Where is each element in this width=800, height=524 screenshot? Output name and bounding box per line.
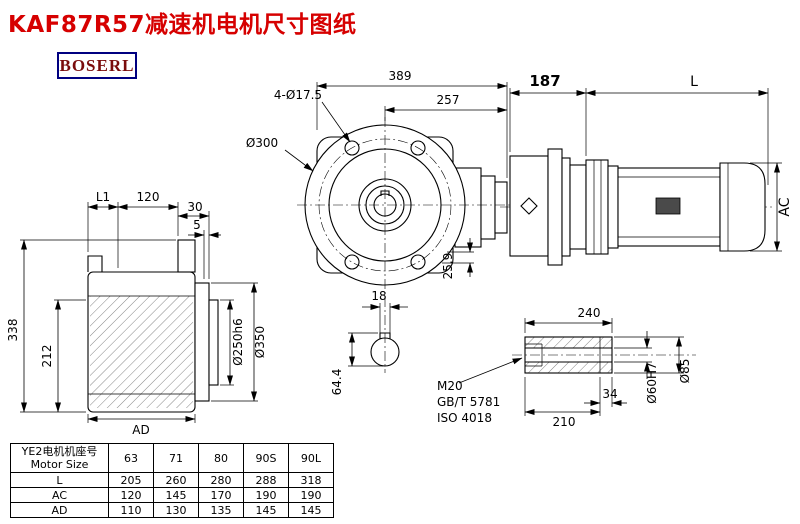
value-cell: 280: [198, 472, 244, 488]
front-view: [297, 117, 516, 373]
row-label: AC: [10, 487, 109, 503]
dim-60H7: Ø60H7: [645, 362, 659, 403]
table-header-cn: YE2电机机座号: [21, 445, 98, 458]
dim-350: Ø350: [253, 326, 267, 358]
value-cell: 205: [108, 472, 154, 488]
value-cell: 120: [108, 487, 154, 503]
dim-bolt-holes: 4-Ø17.5: [274, 88, 322, 102]
standard-iso-label: ISO 4018: [437, 411, 492, 425]
shaft-detail: [512, 336, 696, 374]
value-cell: 130: [153, 502, 199, 518]
left-view: [87, 239, 219, 413]
value-cell: 110: [108, 502, 154, 518]
value-cell: 135: [198, 502, 244, 518]
dim-212: 212: [40, 345, 54, 368]
table-header-en: Motor Size: [30, 458, 89, 471]
dim-30: 30: [187, 200, 202, 214]
motor-dimension-table: YE2电机机座号 Motor Size 63 71 80 90S 90L L 2…: [10, 443, 334, 518]
col-header: 90S: [243, 443, 289, 473]
value-cell: 318: [288, 472, 334, 488]
table-header-motor-size: YE2电机机座号 Motor Size: [10, 443, 109, 473]
table-row: AD 110 130 135 145 145: [10, 502, 334, 518]
row-label: AD: [10, 502, 109, 518]
dim-18: 18: [371, 289, 386, 303]
value-cell: 145: [288, 502, 334, 518]
shaft-detail-dimensions: 240 34 210 Ø60H7 Ø85 M20 GB/T 5781 ISO 4…: [437, 306, 692, 429]
dim-187: 187: [529, 72, 560, 90]
standard-gbt-label: GB/T 5781: [437, 395, 500, 409]
col-header: 90L: [288, 443, 334, 473]
dim-257: 257: [437, 93, 460, 107]
thread-label: M20: [437, 379, 463, 393]
col-header: 71: [153, 443, 199, 473]
motor-nameplate: [655, 197, 681, 215]
value-cell: 190: [243, 487, 289, 503]
dim-34: 34: [602, 387, 617, 401]
left-view-dimensions: L1 120 30 5 338 212 AD Ø250h6 Ø350: [6, 190, 267, 437]
table-header-row: YE2电机机座号 Motor Size 63 71 80 90S 90L: [10, 443, 334, 473]
value-cell: 260: [153, 472, 199, 488]
value-cell: 170: [198, 487, 244, 503]
dim-250h6: Ø250h6: [231, 318, 245, 366]
table-row: L 205 260 280 288 318: [10, 472, 334, 488]
front-view-dimensions: 389 257 4-Ø17.5 Ø300 25.9 18 64.4: [246, 69, 508, 396]
dim-300: Ø300: [246, 136, 278, 150]
dim-AD: AD: [132, 423, 149, 437]
dim-5: 5: [193, 218, 201, 232]
dim-389: 389: [389, 69, 412, 83]
dim-25-9: 25.9: [441, 253, 455, 280]
value-cell: 190: [288, 487, 334, 503]
dim-85: Ø85: [678, 359, 692, 384]
page-title: KAF87R57减速机电机尺寸图纸: [8, 12, 357, 38]
value-cell: 145: [243, 502, 289, 518]
side-view-dimensions: 187 L AC: [509, 72, 793, 252]
value-cell: 145: [153, 487, 199, 503]
dim-64-4: 64.4: [330, 369, 344, 396]
dim-L: L: [690, 74, 698, 90]
brand-logo: BOSERL: [57, 52, 137, 79]
col-header: 63: [108, 443, 154, 473]
dim-L1: L1: [96, 190, 110, 204]
col-header: 80: [198, 443, 244, 473]
side-view: [500, 148, 772, 266]
dim-210: 210: [553, 415, 576, 429]
value-cell: 288: [243, 472, 289, 488]
row-label: L: [10, 472, 109, 488]
dim-240: 240: [578, 306, 601, 320]
dim-AC: AC: [777, 197, 793, 216]
table-row: AC 120 145 170 190 190: [10, 487, 334, 503]
dim-338: 338: [6, 319, 20, 342]
dim-120: 120: [137, 190, 160, 204]
